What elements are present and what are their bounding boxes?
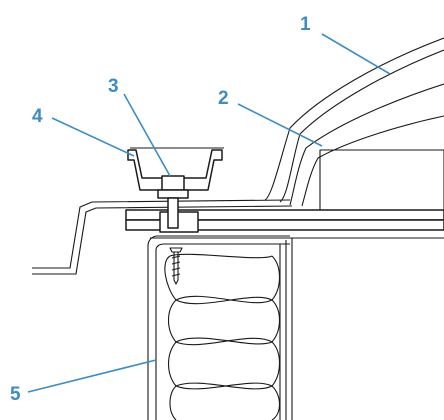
curb-top-rail [125, 209, 444, 239]
curb-wall [147, 235, 293, 420]
leader-5 [27, 359, 157, 393]
insulation-screw [169, 247, 183, 285]
callout-1: 1 [300, 14, 311, 35]
leader-4 [51, 117, 135, 157]
screw-bolt [157, 175, 189, 229]
flashing-sheet [32, 199, 293, 275]
leader-3 [123, 93, 171, 177]
leader-1 [321, 33, 391, 75]
callout-2: 2 [218, 88, 229, 109]
fastening-clip [127, 147, 224, 191]
leader-lines [27, 33, 391, 393]
callout-5: 5 [10, 384, 21, 405]
insulation-fill [164, 253, 281, 420]
inner-frame-profile [319, 149, 444, 211]
inner-dome-shell [289, 83, 444, 211]
outer-dome-shell [264, 37, 444, 203]
leader-2 [237, 103, 323, 147]
callout-3: 3 [108, 76, 119, 97]
callout-4: 4 [32, 106, 43, 127]
